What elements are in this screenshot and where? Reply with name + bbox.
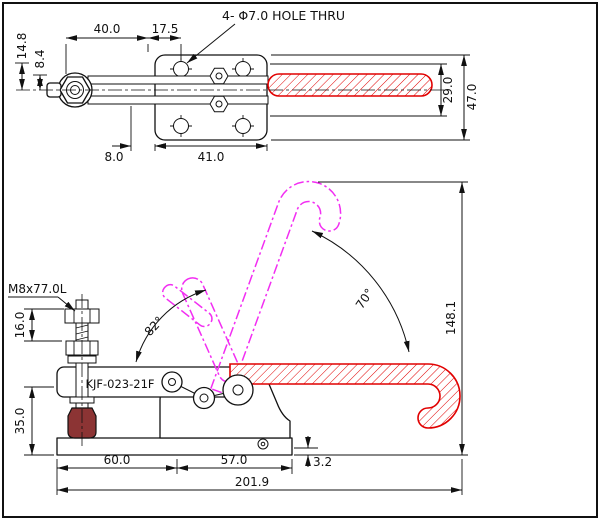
dim-16: 16.0 bbox=[13, 308, 64, 342]
link-rivet bbox=[192, 386, 216, 410]
spindle-note-text: M8x77.0L bbox=[8, 282, 67, 296]
dim-57: 57.0 bbox=[177, 453, 293, 474]
dim-29: 29.0 bbox=[270, 63, 455, 117]
rivet-hex-lower bbox=[209, 95, 229, 113]
spindle-callout: M8x77.0L bbox=[8, 282, 76, 312]
base-side bbox=[56, 437, 293, 456]
angle-70: 70° bbox=[311, 230, 410, 353]
dim-40: 40.0 bbox=[65, 22, 149, 74]
part-number-label: KJF-023-21F bbox=[85, 377, 154, 391]
angle-82: 82° bbox=[135, 289, 207, 363]
dim-8-4: 8.4 bbox=[33, 49, 47, 90]
dim-35: 35.0 bbox=[13, 386, 54, 456]
rivet-hex-upper bbox=[209, 67, 229, 85]
dim-3-2: 3.2 bbox=[294, 436, 332, 469]
dim-35-text: 35.0 bbox=[13, 408, 27, 435]
dim-29-text: 29.0 bbox=[441, 77, 455, 104]
mounting-hole bbox=[235, 118, 251, 134]
dim-17-5: 17.5 bbox=[148, 22, 182, 60]
dim-148-1-text: 148.1 bbox=[444, 301, 458, 335]
spindle-leader-line bbox=[57, 296, 76, 312]
dim-41-text: 41.0 bbox=[198, 150, 225, 164]
dim-60-text: 60.0 bbox=[104, 453, 131, 467]
mounting-hole bbox=[173, 118, 189, 134]
dim-3-2-text: 3.2 bbox=[313, 455, 332, 469]
arc-70 bbox=[311, 230, 410, 353]
dim-57-text: 57.0 bbox=[221, 453, 248, 467]
dim-201-9: 201.9 bbox=[57, 459, 463, 495]
arm-rivet bbox=[161, 371, 183, 393]
dim-47: 47.0 bbox=[271, 54, 479, 141]
mounting-holes bbox=[170, 58, 254, 137]
hole-callout: 4- Φ7.0 HOLE THRU bbox=[186, 8, 345, 64]
dim-201-9-text: 201.9 bbox=[235, 475, 269, 489]
dim-14-8: 14.8 bbox=[15, 33, 29, 90]
angle-82-text: 82° bbox=[142, 314, 167, 339]
handle-pivot bbox=[222, 374, 254, 406]
dim-148-1: 148.1 bbox=[296, 181, 468, 456]
mounting-hole bbox=[235, 61, 251, 77]
dim-8-4-text: 8.4 bbox=[33, 49, 47, 68]
hole-leader-line bbox=[186, 23, 236, 64]
dim-14-8-text: 14.8 bbox=[15, 33, 29, 60]
dim-17-5-text: 17.5 bbox=[152, 22, 179, 36]
dim-47-text: 47.0 bbox=[465, 84, 479, 111]
dim-60: 60.0 bbox=[56, 453, 178, 495]
dim-40-text: 40.0 bbox=[94, 22, 121, 36]
arc-82 bbox=[135, 289, 207, 363]
base-rivet bbox=[257, 438, 269, 450]
mounting-hole bbox=[173, 61, 189, 77]
arm-bar-bottom bbox=[87, 95, 269, 105]
dim-8-text: 8.0 bbox=[104, 150, 123, 164]
hole-note-text: 4- Φ7.0 HOLE THRU bbox=[222, 8, 345, 23]
handle-top-view bbox=[267, 73, 433, 97]
angle-70-text: 70° bbox=[353, 286, 377, 311]
arm-bar-top bbox=[87, 75, 269, 85]
dim-16-text: 16.0 bbox=[13, 312, 27, 339]
spindle-assembly bbox=[64, 294, 100, 446]
dim-41: 41.0 bbox=[155, 143, 268, 164]
top-view: 40.0 17.5 4- Φ7.0 HOLE THRU 14.8 8.4 29.… bbox=[15, 8, 479, 164]
side-view: KJF-023-21F 82° 70° M8x77.0L 16.0 35. bbox=[8, 171, 468, 495]
